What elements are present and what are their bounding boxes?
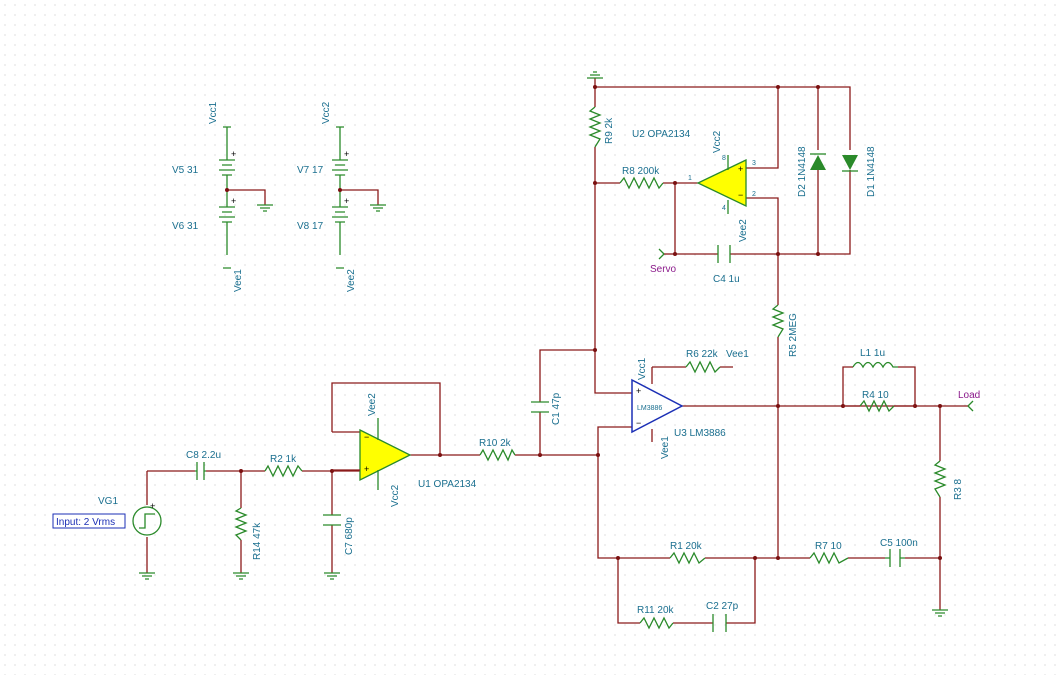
resistor-r10[interactable] — [479, 448, 516, 462]
label-v5: V5 31 — [172, 165, 199, 176]
label-c5: C5 100n — [880, 538, 918, 549]
resistor-r4[interactable] — [859, 399, 895, 413]
svg-text:+: + — [636, 386, 641, 396]
opamp-u1[interactable]: − + — [332, 418, 412, 490]
svg-text:+: + — [150, 501, 155, 511]
inductor-l1[interactable] — [852, 361, 898, 369]
label-r14: R14 47k — [252, 522, 263, 560]
u1-vcc2-label: Vcc2 — [390, 484, 401, 507]
svg-text:−: − — [636, 418, 641, 428]
servo-net-arrow[interactable] — [658, 248, 665, 260]
resistor-r14[interactable] — [234, 507, 248, 541]
capacitor-c5[interactable] — [885, 549, 905, 567]
vg1-setting-box[interactable] — [52, 513, 126, 529]
supply-v5-v6: + + — [219, 126, 273, 269]
svg-text:+: + — [364, 464, 369, 474]
label-v7: V7 17 — [297, 165, 324, 176]
capacitor-c7[interactable] — [323, 514, 341, 526]
r6-vee1-label: Vee1 — [726, 349, 749, 360]
capacitor-c4[interactable] — [717, 245, 731, 263]
resistor-r11[interactable] — [639, 616, 674, 630]
svg-text:+: + — [344, 149, 349, 159]
label-r7: R7 10 — [815, 541, 842, 552]
label-u3: U3 LM3886 — [674, 428, 726, 439]
label-d2: D2 1N4148 — [797, 146, 808, 197]
label-r9: R9 2k — [604, 117, 615, 144]
svg-text:+: + — [231, 196, 236, 206]
resistor-r5[interactable] — [771, 304, 785, 338]
label-r5: R5 2MEG — [788, 313, 799, 357]
net-label-vee1: Vee1 — [233, 269, 244, 292]
resistor-r2[interactable] — [264, 464, 303, 478]
label-c4: C4 1u — [713, 274, 740, 285]
label-d1: D1 1N4148 — [866, 146, 877, 197]
amplifier-u3[interactable]: + − — [631, 378, 684, 434]
u2-pin4: 4 — [722, 205, 726, 212]
resistor-r3[interactable] — [933, 460, 947, 498]
u2-vee2-label: Vee2 — [738, 219, 749, 242]
label-c1: C1 47p — [551, 392, 562, 425]
net-label-load: Load — [958, 390, 980, 401]
resistor-r6[interactable] — [685, 360, 721, 374]
u2-pin2: 2 — [752, 191, 756, 198]
load-net-arrow[interactable] — [967, 400, 974, 412]
label-r6: R6 22k — [686, 349, 719, 360]
resistor-r9[interactable] — [588, 106, 602, 148]
label-r2: R2 1k — [270, 454, 297, 465]
label-u1: U1 OPA2134 — [418, 479, 477, 490]
supply-v7-v8: + + — [332, 126, 386, 269]
label-r8: R8 200k — [622, 166, 660, 177]
label-c8: C8 2.2u — [186, 450, 221, 461]
label-v8: V8 17 — [297, 221, 324, 232]
input-wiring — [146, 382, 598, 573]
label-c7: C7 680p — [344, 517, 355, 555]
svg-text:−: − — [364, 432, 369, 442]
ground-symbol-servo — [587, 71, 603, 79]
svg-text:+: + — [231, 149, 236, 159]
resistor-r7[interactable] — [809, 551, 849, 565]
vg1-setting-text: Input: 2 Vrms — [56, 517, 115, 528]
diode-d2[interactable] — [810, 153, 826, 170]
label-c2: C2 27p — [706, 601, 739, 612]
u2-vcc2-label: Vcc2 — [712, 130, 723, 153]
label-r10: R10 2k — [479, 438, 512, 449]
capacitor-c2[interactable] — [712, 614, 727, 632]
net-label-vcc1: Vcc1 — [208, 101, 219, 124]
u3-body-label: LM3886 — [637, 405, 662, 412]
svg-text:−: − — [738, 190, 743, 200]
label-v6: V6 31 — [172, 221, 199, 232]
u2-pin3: 3 — [752, 160, 756, 167]
vg1-source-symbol[interactable]: + — [132, 501, 162, 536]
output-wiring — [596, 366, 968, 624]
label-l1: L1 1u — [860, 348, 885, 359]
svg-text:+: + — [344, 196, 349, 206]
u2-pin1: 1 — [688, 175, 692, 182]
u3-vee1-label: Vee1 — [660, 436, 671, 459]
servo-wiring — [593, 78, 851, 558]
label-r1: R1 20k — [670, 541, 703, 552]
net-label-vcc2: Vcc2 — [321, 101, 332, 124]
u1-vee2-label: Vee2 — [367, 393, 378, 416]
resistor-r1[interactable] — [669, 551, 706, 565]
opamp-u2[interactable]: + − — [696, 155, 747, 214]
net-label-servo: Servo — [650, 264, 677, 275]
resistor-r8[interactable] — [619, 176, 664, 190]
diode-d1[interactable] — [842, 155, 858, 172]
label-r4: R4 10 — [862, 390, 889, 401]
svg-text:+: + — [738, 164, 743, 174]
label-r3: R3 8 — [953, 478, 964, 500]
capacitor-c1[interactable] — [531, 401, 549, 413]
capacitor-c8[interactable] — [195, 462, 206, 480]
ground-symbols-input — [139, 572, 340, 580]
label-r11: R11 20k — [637, 605, 675, 616]
label-vg1: VG1 — [98, 496, 118, 507]
ground-symbol-load — [932, 609, 948, 617]
u3-vcc1-label: Vcc1 — [637, 357, 648, 380]
u2-pin8: 8 — [722, 155, 726, 162]
net-label-vee2: Vee2 — [346, 269, 357, 292]
label-u2: U2 OPA2134 — [632, 129, 691, 140]
